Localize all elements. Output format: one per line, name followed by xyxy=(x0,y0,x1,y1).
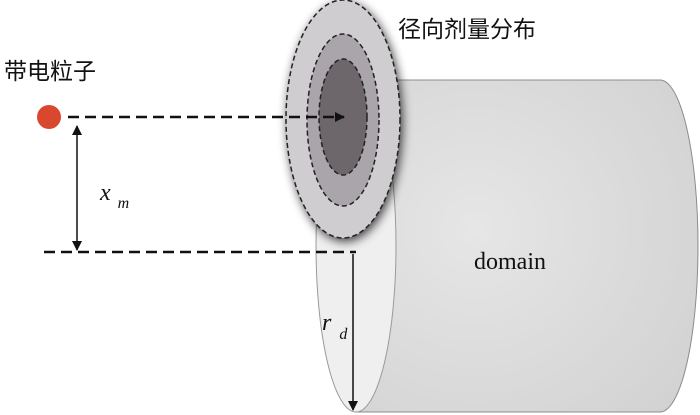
xm-label-main: x xyxy=(99,180,111,206)
rd-label: r d xyxy=(322,310,348,343)
charged-particle-dot xyxy=(37,105,61,129)
charged-particle-label: 带电粒子 xyxy=(4,59,96,85)
xm-label: x m xyxy=(99,180,129,212)
rd-label-sub: d xyxy=(339,326,348,343)
domain-label: domain xyxy=(474,249,546,275)
radial-dose-label: 径向剂量分布 xyxy=(398,17,536,43)
rd-label-main: r xyxy=(322,310,332,336)
xm-label-sub: m xyxy=(118,195,130,212)
cylinder-body xyxy=(355,79,699,413)
